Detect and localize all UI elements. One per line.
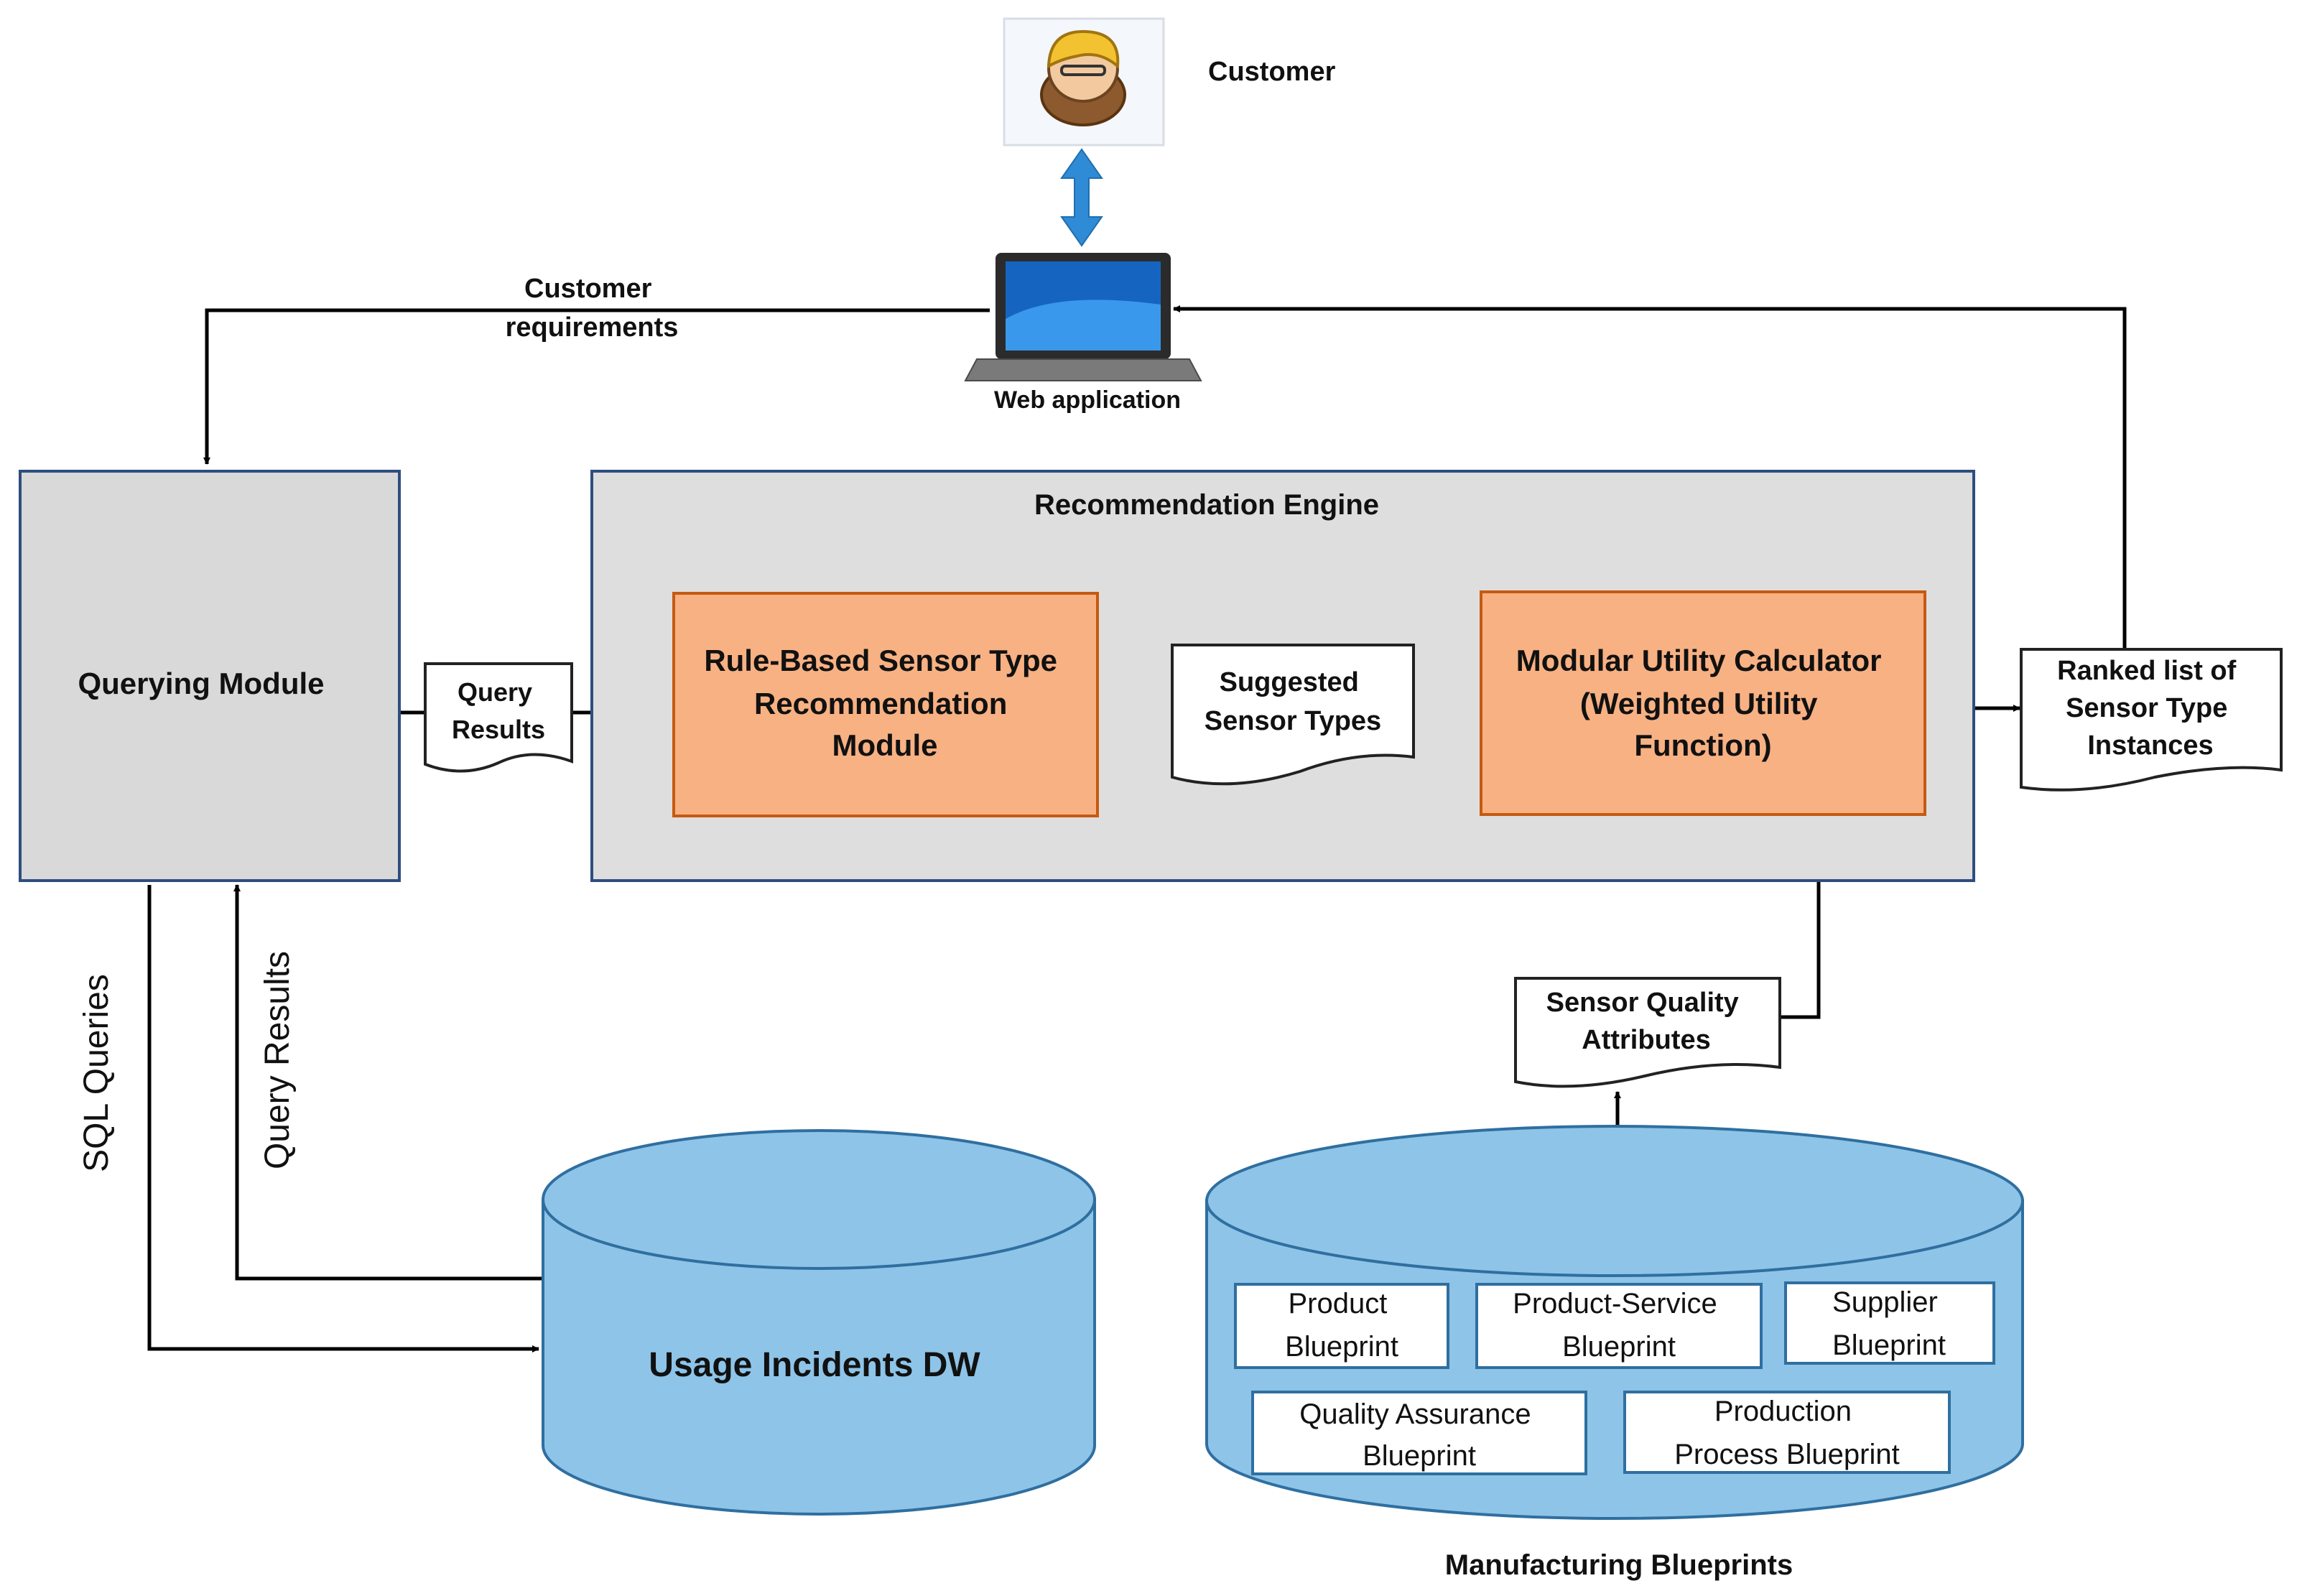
laptop-icon — [964, 253, 1202, 381]
query-results-document — [424, 662, 573, 773]
bidirectional-arrow-icon — [1060, 148, 1103, 247]
ranked-list-document — [2020, 648, 2283, 792]
rule-based-module-box — [672, 592, 1099, 817]
query-results-return-arrow — [233, 884, 542, 1281]
ranked-list-label: Ranked list of Sensor Type Instances — [2057, 656, 2244, 761]
customer-label: Customer — [1208, 57, 1336, 87]
product-service-blueprint-label: Product-Service Blueprint — [1513, 1288, 1725, 1363]
sql-queries-label: SQL Queries — [78, 974, 116, 1172]
ranked-list-return-arrow — [1173, 305, 2127, 657]
querying-module-label: Querying Module — [78, 667, 324, 700]
recommendation-engine-title: Recommendation Engine — [1034, 489, 1379, 521]
usage-incidents-dw-label: Usage Incidents DW — [649, 1346, 980, 1384]
production-process-blueprint-label: Production Process Blueprint — [1674, 1396, 1899, 1470]
supplier-blueprint-label: Supplier Blueprint — [1832, 1286, 1946, 1361]
supplier-blueprint-box — [1784, 1281, 1995, 1365]
product-service-blueprint-box — [1475, 1283, 1763, 1369]
usage-incidents-dw-cylinder — [542, 1129, 1096, 1516]
product-blueprint-box — [1234, 1283, 1449, 1369]
sensor-quality-attributes-document — [1514, 977, 1781, 1088]
product-blueprint-label: Product Blueprint — [1285, 1288, 1398, 1363]
suggested-sensor-types-label: Suggested Sensor Types — [1205, 667, 1381, 736]
query-results-vertical-label: Query Results — [259, 951, 297, 1169]
customer-requirements-label: Customer requirements — [506, 274, 679, 343]
quality-assurance-blueprint-label: Quality Assurance Blueprint — [1299, 1398, 1539, 1472]
web-application-label: Web application — [994, 386, 1181, 414]
utility-calculator-label: Modular Utility Calculator (Weighted Uti… — [1516, 644, 1890, 762]
rule-based-module-label: Rule-Based Sensor Type Recommendation Mo… — [704, 644, 1065, 762]
requirements-flow-arrow — [203, 308, 990, 465]
customer-avatar-icon — [1003, 17, 1165, 147]
manufacturing-blueprints-label: Manufacturing Blueprints — [1445, 1549, 1793, 1581]
utility-calculator-box — [1480, 590, 1926, 816]
quality-attributes-flow-arrow — [1780, 817, 1822, 1019]
query-results-doc-label: Query Results — [452, 677, 545, 744]
suggested-sensor-types-document — [1171, 644, 1415, 786]
quality-assurance-blueprint-box — [1251, 1391, 1587, 1475]
querying-module-box — [19, 470, 401, 882]
production-process-blueprint-box — [1623, 1391, 1951, 1474]
sensor-quality-attributes-label: Sensor Quality Attributes — [1546, 988, 1747, 1055]
sql-queries-flow-arrow — [147, 885, 539, 1353]
